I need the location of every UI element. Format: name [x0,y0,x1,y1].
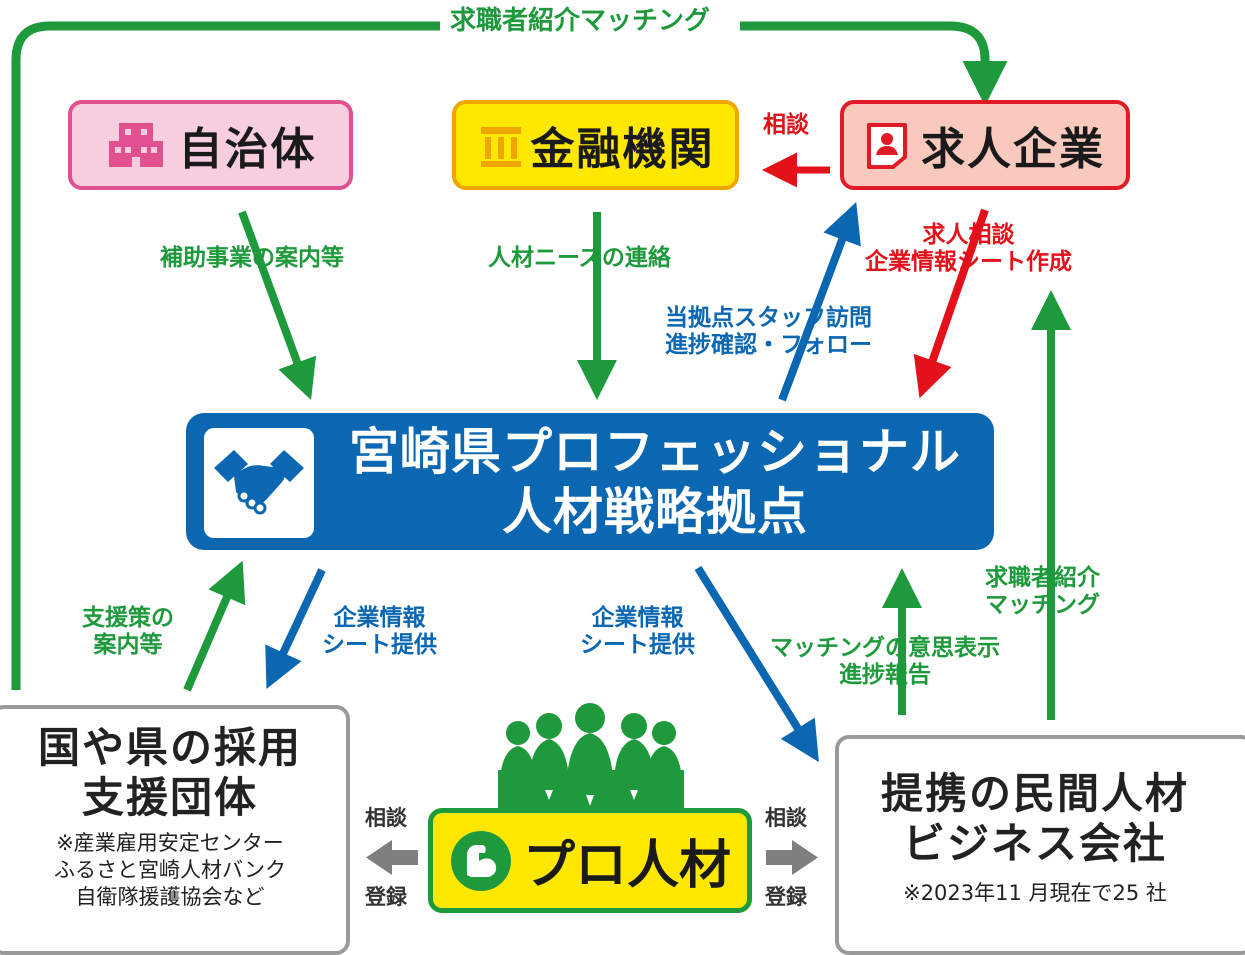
shiensaku-arrow [183,560,246,692]
homon-label-line2: 進捗確認・フォロー [665,332,872,359]
hojo-label: 補助事業の案内等 [160,245,344,271]
kyujin-label: 求人企業 [921,124,1105,175]
minkan-title-line2: ビジネス会社 [902,819,1167,869]
right-gray-arrow [766,840,818,875]
handshake-icon [214,450,304,515]
left-touroku-label: 登録 [365,885,407,909]
minkan-title-line1: 提携の民間人材 [880,769,1189,818]
kinyu-label: 金融機関 [530,124,715,175]
dantai-note-line3: 自衛隊援護協会など [75,885,265,910]
shiensaku-line1: 支援策の [82,605,174,631]
person-card-icon [867,123,907,169]
minkan-note: ※2023年11 月現在で25 社 [903,880,1167,905]
node-pro: プロ人材 [428,808,752,913]
dantai-title-line2: 支援団体 [81,773,258,823]
handshake-icon-frame [204,428,314,538]
kigyo-right-arrow [694,565,819,763]
center-title-line2: 人材戦略拠点 [502,482,808,541]
kigyo-left-arrow [265,568,326,689]
kigyo-right-label: 企業情報 シート提供 [580,605,695,659]
dantai-note-line1: ※産業雇用安定センター [56,830,284,855]
kyujin-soudan-label: 求人相談 企業情報シート作成 [865,222,1072,276]
homon-label: 当拠点スタッフ訪問 進捗確認・フォロー [665,305,872,359]
kigyo-left-label: 企業情報 シート提供 [322,605,437,659]
node-jichitai: 自治体 [68,100,353,190]
ishi-line1: マッチングの意思表示 [770,635,1000,661]
arm-icon [450,830,511,891]
hojo-arrow [238,210,317,401]
jichitai-label: 自治体 [178,124,317,175]
shiensaku-line2: 案内等 [93,632,163,659]
top-loop-line-right [740,21,1008,106]
ishi-label: マッチングの意思表示 進捗報告 [770,635,1000,689]
building-icon [108,123,163,167]
node-kinyu: 金融機関 [452,100,739,190]
kigyo-left-line1: 企業情報 [333,605,426,631]
node-dantai: 国や県の採用 支援団体 ※産業雇用安定センター ふるさと宮崎人材バンク 自衛隊援… [0,705,350,955]
shiensaku-label: 支援策の 案内等 [82,605,174,659]
needs-label: 人材ニーズの連絡 [488,245,671,271]
right-touroku-label: 登録 [765,885,807,909]
kyujin-soudan-line2: 企業情報シート作成 [865,249,1072,276]
kigyo-right-line1: 企業情報 [591,605,684,631]
center-title-line1: 宮崎県プロフェッショナル [349,422,961,481]
dantai-note-line2: ふるさと宮崎人材バンク [53,858,287,883]
top-matching-label: 求職者紹介マッチング [450,6,711,36]
node-center: 宮崎県プロフェッショナル 人材戦略拠点 [186,413,994,550]
kyujin-soudan-arrow [913,208,989,399]
center-title: 宮崎県プロフェッショナル 人材戦略拠点 [326,413,984,550]
shoukai-line1: 求職者紹介 [985,565,1100,591]
ishi-line2: 進捗報告 [839,662,931,689]
node-minkan: 提携の民間人材 ビジネス会社 ※2023年11 月現在で25 社 [835,735,1245,955]
kigyo-right-line2: シート提供 [580,632,695,659]
kyujin-soudan-line1: 求人相談 [922,222,1015,248]
kigyo-left-line2: シート提供 [322,632,437,659]
shoukai-label: 求職者紹介 マッチング [985,565,1100,619]
dantai-title-line1: 国や県の採用 [37,723,302,772]
homon-label-line1: 当拠点スタッフ訪問 [665,305,872,331]
left-gray-arrow [366,840,418,875]
homon-arrow [778,202,861,402]
right-soudan-label: 相談 [765,806,807,830]
shoukai-line2: マッチング [985,592,1100,619]
people-silhouette-icon [498,703,684,810]
soudan-top-label: 相談 [763,112,809,138]
left-soudan-label: 相談 [365,806,407,830]
top-loop-line [11,21,440,690]
bank-icon [480,127,521,167]
pro-label: プロ人材 [522,836,731,896]
node-kyujin: 求人企業 [840,100,1130,190]
